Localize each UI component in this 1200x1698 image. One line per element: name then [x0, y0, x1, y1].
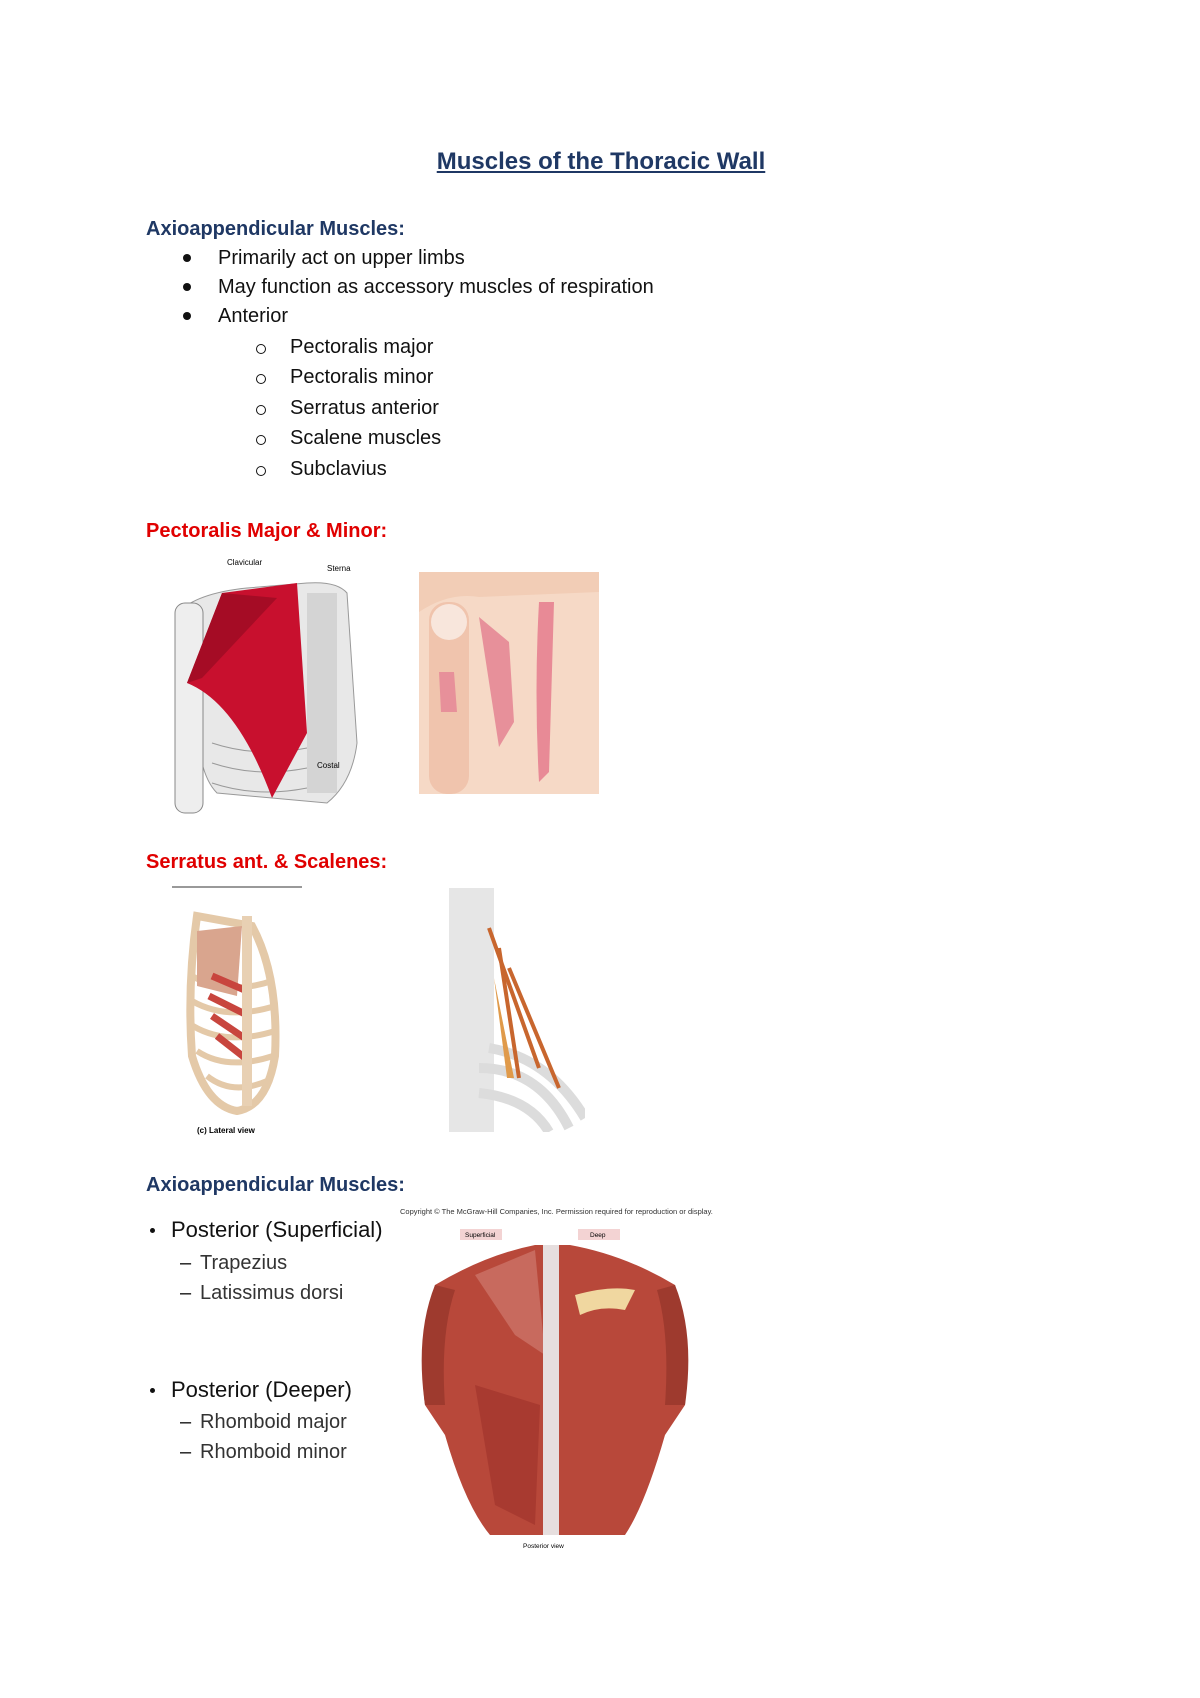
- bullet-icon: [150, 1228, 155, 1233]
- dash-icon: –: [180, 1252, 192, 1274]
- list-item: Rhomboid major: [200, 1411, 347, 1433]
- figure-tab: Deep: [590, 1232, 606, 1239]
- list-item: Primarily act on upper limbs: [218, 247, 465, 269]
- figure-tab: Superficial: [465, 1232, 496, 1239]
- figure-caption: Posterior view: [523, 1543, 564, 1550]
- bullet-icon: [183, 312, 191, 320]
- list-item: Latissimus dorsi: [200, 1282, 344, 1304]
- list-item: Pectoralis major: [290, 336, 434, 358]
- dash-icon: –: [180, 1441, 192, 1463]
- figure-caption: (c) Lateral view: [197, 1126, 256, 1135]
- circle-bullet-icon: [256, 344, 266, 354]
- bullet-icon: [150, 1388, 155, 1393]
- circle-bullet-icon: [256, 466, 266, 476]
- list-item: Rhomboid minor: [200, 1441, 347, 1463]
- serratus-anterior-illustration: (c) Lateral view: [172, 886, 302, 1135]
- list-item: Posterior (Superficial): [171, 1217, 383, 1242]
- figure-label: Costal: [317, 761, 340, 770]
- figure-label: Clavicular: [227, 558, 262, 567]
- list-item: Posterior (Deeper): [171, 1377, 352, 1402]
- section-heading: Pectoralis Major & Minor:: [146, 520, 388, 542]
- figure-copyright: Copyright © The McGraw-Hill Companies, I…: [400, 1207, 713, 1216]
- list-item: Pectoralis minor: [290, 366, 434, 388]
- circle-bullet-icon: [256, 405, 266, 415]
- dash-icon: –: [180, 1411, 192, 1433]
- scalene-muscles-illustration: [449, 888, 585, 1132]
- list-item: Serratus anterior: [290, 397, 439, 419]
- bullet-icon: [183, 254, 191, 262]
- circle-bullet-icon: [256, 374, 266, 384]
- section-heading: Serratus ant. & Scalenes:: [146, 851, 388, 873]
- section-heading: Axioappendicular Muscles:: [146, 1174, 405, 1196]
- list-item: Anterior: [218, 305, 289, 327]
- bullet-icon: [183, 283, 191, 291]
- section-heading: Axioappendicular Muscles:: [146, 218, 405, 240]
- dash-icon: –: [180, 1282, 192, 1304]
- figure-label: Sterna: [327, 564, 351, 573]
- list-item: Subclavius: [290, 458, 387, 480]
- circle-bullet-icon: [256, 435, 266, 445]
- list-item: Trapezius: [200, 1252, 288, 1274]
- pectoralis-minor-illustration: [419, 572, 599, 794]
- page-title: Muscles of the Thoracic Wall: [436, 148, 766, 175]
- posterior-back-muscles-illustration: Copyright © The McGraw-Hill Companies, I…: [400, 1207, 713, 1550]
- list-item: Scalene muscles: [290, 427, 442, 449]
- list-item: May function as accessory muscles of res…: [218, 276, 654, 298]
- pectoralis-major-illustration: Clavicular Sterna Costal: [174, 558, 358, 814]
